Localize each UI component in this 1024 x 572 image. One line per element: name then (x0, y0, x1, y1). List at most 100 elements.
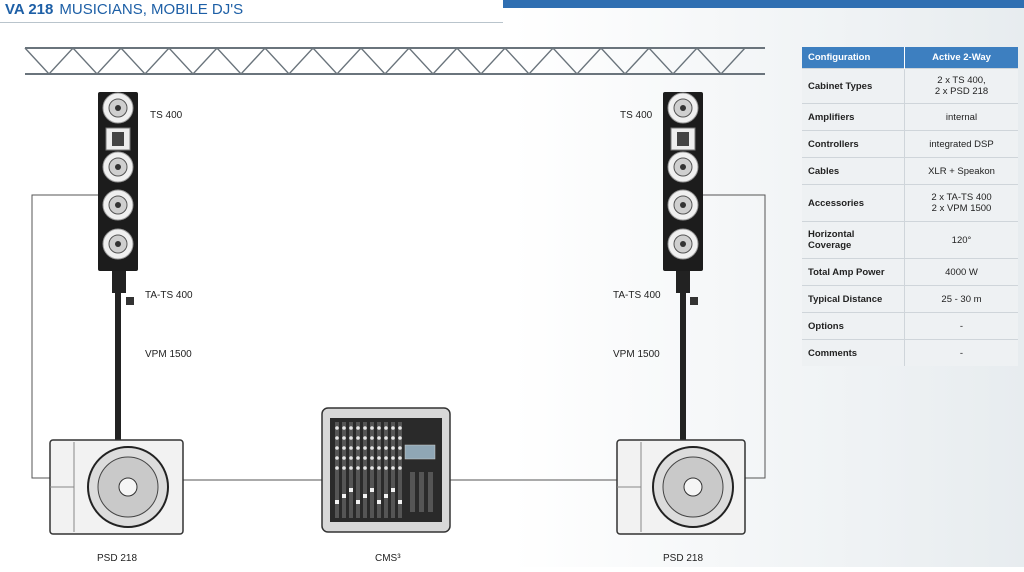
mixer-knob (363, 466, 367, 470)
mixer-knob (356, 426, 360, 430)
label-left-adapter: TA-TS 400 (145, 290, 193, 301)
mixer-fader (377, 500, 381, 504)
mixer-knob (342, 456, 346, 460)
spec-table: Configuration Active 2-Way Cabinet Types… (802, 47, 1018, 366)
mixer-knob (335, 426, 339, 430)
mixer-knob (384, 426, 388, 430)
mixer-fader (370, 488, 374, 492)
driver-dustcap (680, 202, 686, 208)
mixer-knob (384, 436, 388, 440)
driver-dustcap (115, 164, 121, 170)
mixer-knob (356, 456, 360, 460)
spec-key: Comments (802, 339, 905, 366)
spec-row-typical-distance: Typical Distance 25 - 30 m (802, 285, 1018, 313)
mixer-fader (349, 488, 353, 492)
mixer-fader (398, 500, 402, 504)
mixer-channel-strip (384, 422, 388, 518)
spec-key: Cabinet Types (802, 68, 905, 104)
driver-dustcap (115, 241, 121, 247)
label-left-top-speaker: TS 400 (150, 110, 183, 121)
mixer-knob (356, 436, 360, 440)
spec-key-line: Horizontal (808, 229, 855, 240)
mixer-knob (391, 446, 395, 450)
label-right-pole: VPM 1500 (613, 349, 660, 360)
spec-row-cables: Cables XLR + Speakon (802, 157, 1018, 185)
spec-value: 2 x TS 400,2 x PSD 218 (904, 68, 1018, 104)
mixer-channel-strip (377, 422, 381, 518)
spec-value: - (904, 339, 1018, 366)
mixer (321, 407, 451, 533)
spec-row-options: Options - (802, 312, 1018, 340)
spec-value: XLR + Speakon (904, 157, 1018, 185)
spec-key: Accessories (802, 184, 905, 222)
label-left-pole: VPM 1500 (145, 349, 192, 360)
mixer-fader (335, 500, 339, 504)
mixer-channel-strip (356, 422, 360, 518)
mixer-knob (384, 446, 388, 450)
mixer-knob (398, 456, 402, 460)
mixer-knob (377, 436, 381, 440)
spec-value: 4000 W (904, 258, 1018, 286)
mixer-knob (363, 456, 367, 460)
cables (31, 194, 766, 481)
mixer-channel-strip (370, 422, 374, 518)
right-pole (680, 293, 686, 440)
left-top-speaker (98, 92, 138, 271)
spec-header-key: Configuration (802, 47, 905, 69)
mixer-knob (370, 456, 374, 460)
mixer-knob (391, 436, 395, 440)
spec-key-line: Coverage (808, 240, 852, 251)
spec-row-amplifiers: Amplifiers internal (802, 103, 1018, 131)
mixer-knob (356, 466, 360, 470)
mixer-knob (363, 436, 367, 440)
label-mixer: CMS³ (375, 553, 401, 564)
mixer-knob (370, 466, 374, 470)
spec-value-line: 2 x VPM 1500 (931, 203, 992, 214)
mixer-channel-strip (342, 422, 346, 518)
mixer-knob (377, 456, 381, 460)
spec-key: Cables (802, 157, 905, 185)
left-pole (115, 293, 121, 440)
mixer-knob (363, 426, 367, 430)
mixer-master-strip (410, 472, 415, 512)
label-right-adapter: TA-TS 400 (613, 290, 661, 301)
spec-value: 120° (904, 221, 1018, 259)
mixer-knob (349, 466, 353, 470)
mixer-knob (349, 456, 353, 460)
mixer-knob (377, 426, 381, 430)
label-left-sub: PSD 218 (97, 553, 138, 564)
mixer-channel-strip (398, 422, 402, 518)
mixer-master-strip (428, 472, 433, 512)
label-right-top-speaker: TS 400 (620, 110, 653, 121)
mixer-channel-strip (391, 422, 395, 518)
mixer-knob (335, 436, 339, 440)
right-sub (616, 439, 746, 535)
top-accent-bar (500, 0, 1024, 8)
driver-dustcap (680, 164, 686, 170)
spec-value-line: 2 x TS 400, (937, 75, 986, 86)
truss-lattice (24, 46, 746, 76)
mixer-master-strip (419, 472, 424, 512)
spec-key: Options (802, 312, 905, 340)
spec-header-value: Active 2-Way (904, 47, 1018, 69)
spec-key: Amplifiers (802, 103, 905, 131)
spec-row-cabinet-types: Cabinet Types 2 x TS 400,2 x PSD 218 (802, 68, 1018, 104)
mixer-channel-strip (335, 422, 339, 518)
spec-key: Total Amp Power (802, 258, 905, 286)
spec-row-controllers: Controllers integrated DSP (802, 130, 1018, 158)
mixer-knob (342, 466, 346, 470)
mixer-knob (349, 436, 353, 440)
spec-value-line: 2 x PSD 218 (934, 86, 989, 97)
driver-dustcap (680, 241, 686, 247)
mixer-knob (335, 466, 339, 470)
left-adapter (112, 271, 134, 305)
mixer-knob (370, 446, 374, 450)
mixer-knob (391, 426, 395, 430)
truss (24, 46, 765, 76)
